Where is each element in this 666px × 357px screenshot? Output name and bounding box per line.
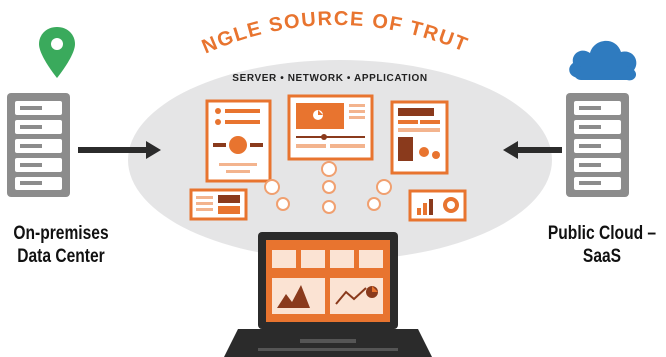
laptop-icon: [224, 232, 432, 357]
left-label-line2: Data Center: [17, 246, 105, 267]
dashboard-card-bottom-right: [408, 189, 467, 222]
dashboard-card-center: [287, 94, 374, 161]
dashboard-card-bottom-left: [189, 188, 248, 221]
right-server-icon: [566, 93, 629, 197]
dashboard-card-left: [205, 99, 272, 183]
dashboard-card-right: [390, 100, 449, 175]
right-label-line2: SaaS: [582, 246, 622, 267]
right-label: Public Cloud – SaaS: [541, 222, 664, 268]
right-label-line1: Public Cloud –: [547, 223, 657, 244]
right-arrow: [503, 141, 562, 159]
map-pin-icon: [39, 27, 75, 78]
left-label-line1: On-premises: [13, 223, 109, 244]
diagram-subtitle: SERVER • NETWORK • APPLICATION: [232, 73, 427, 84]
left-arrow: [78, 141, 161, 159]
left-label: On-premises Data Center: [0, 222, 123, 268]
left-server-icon: [7, 93, 70, 197]
connector-bubbles: [264, 161, 392, 214]
cloud-icon: [569, 40, 637, 81]
